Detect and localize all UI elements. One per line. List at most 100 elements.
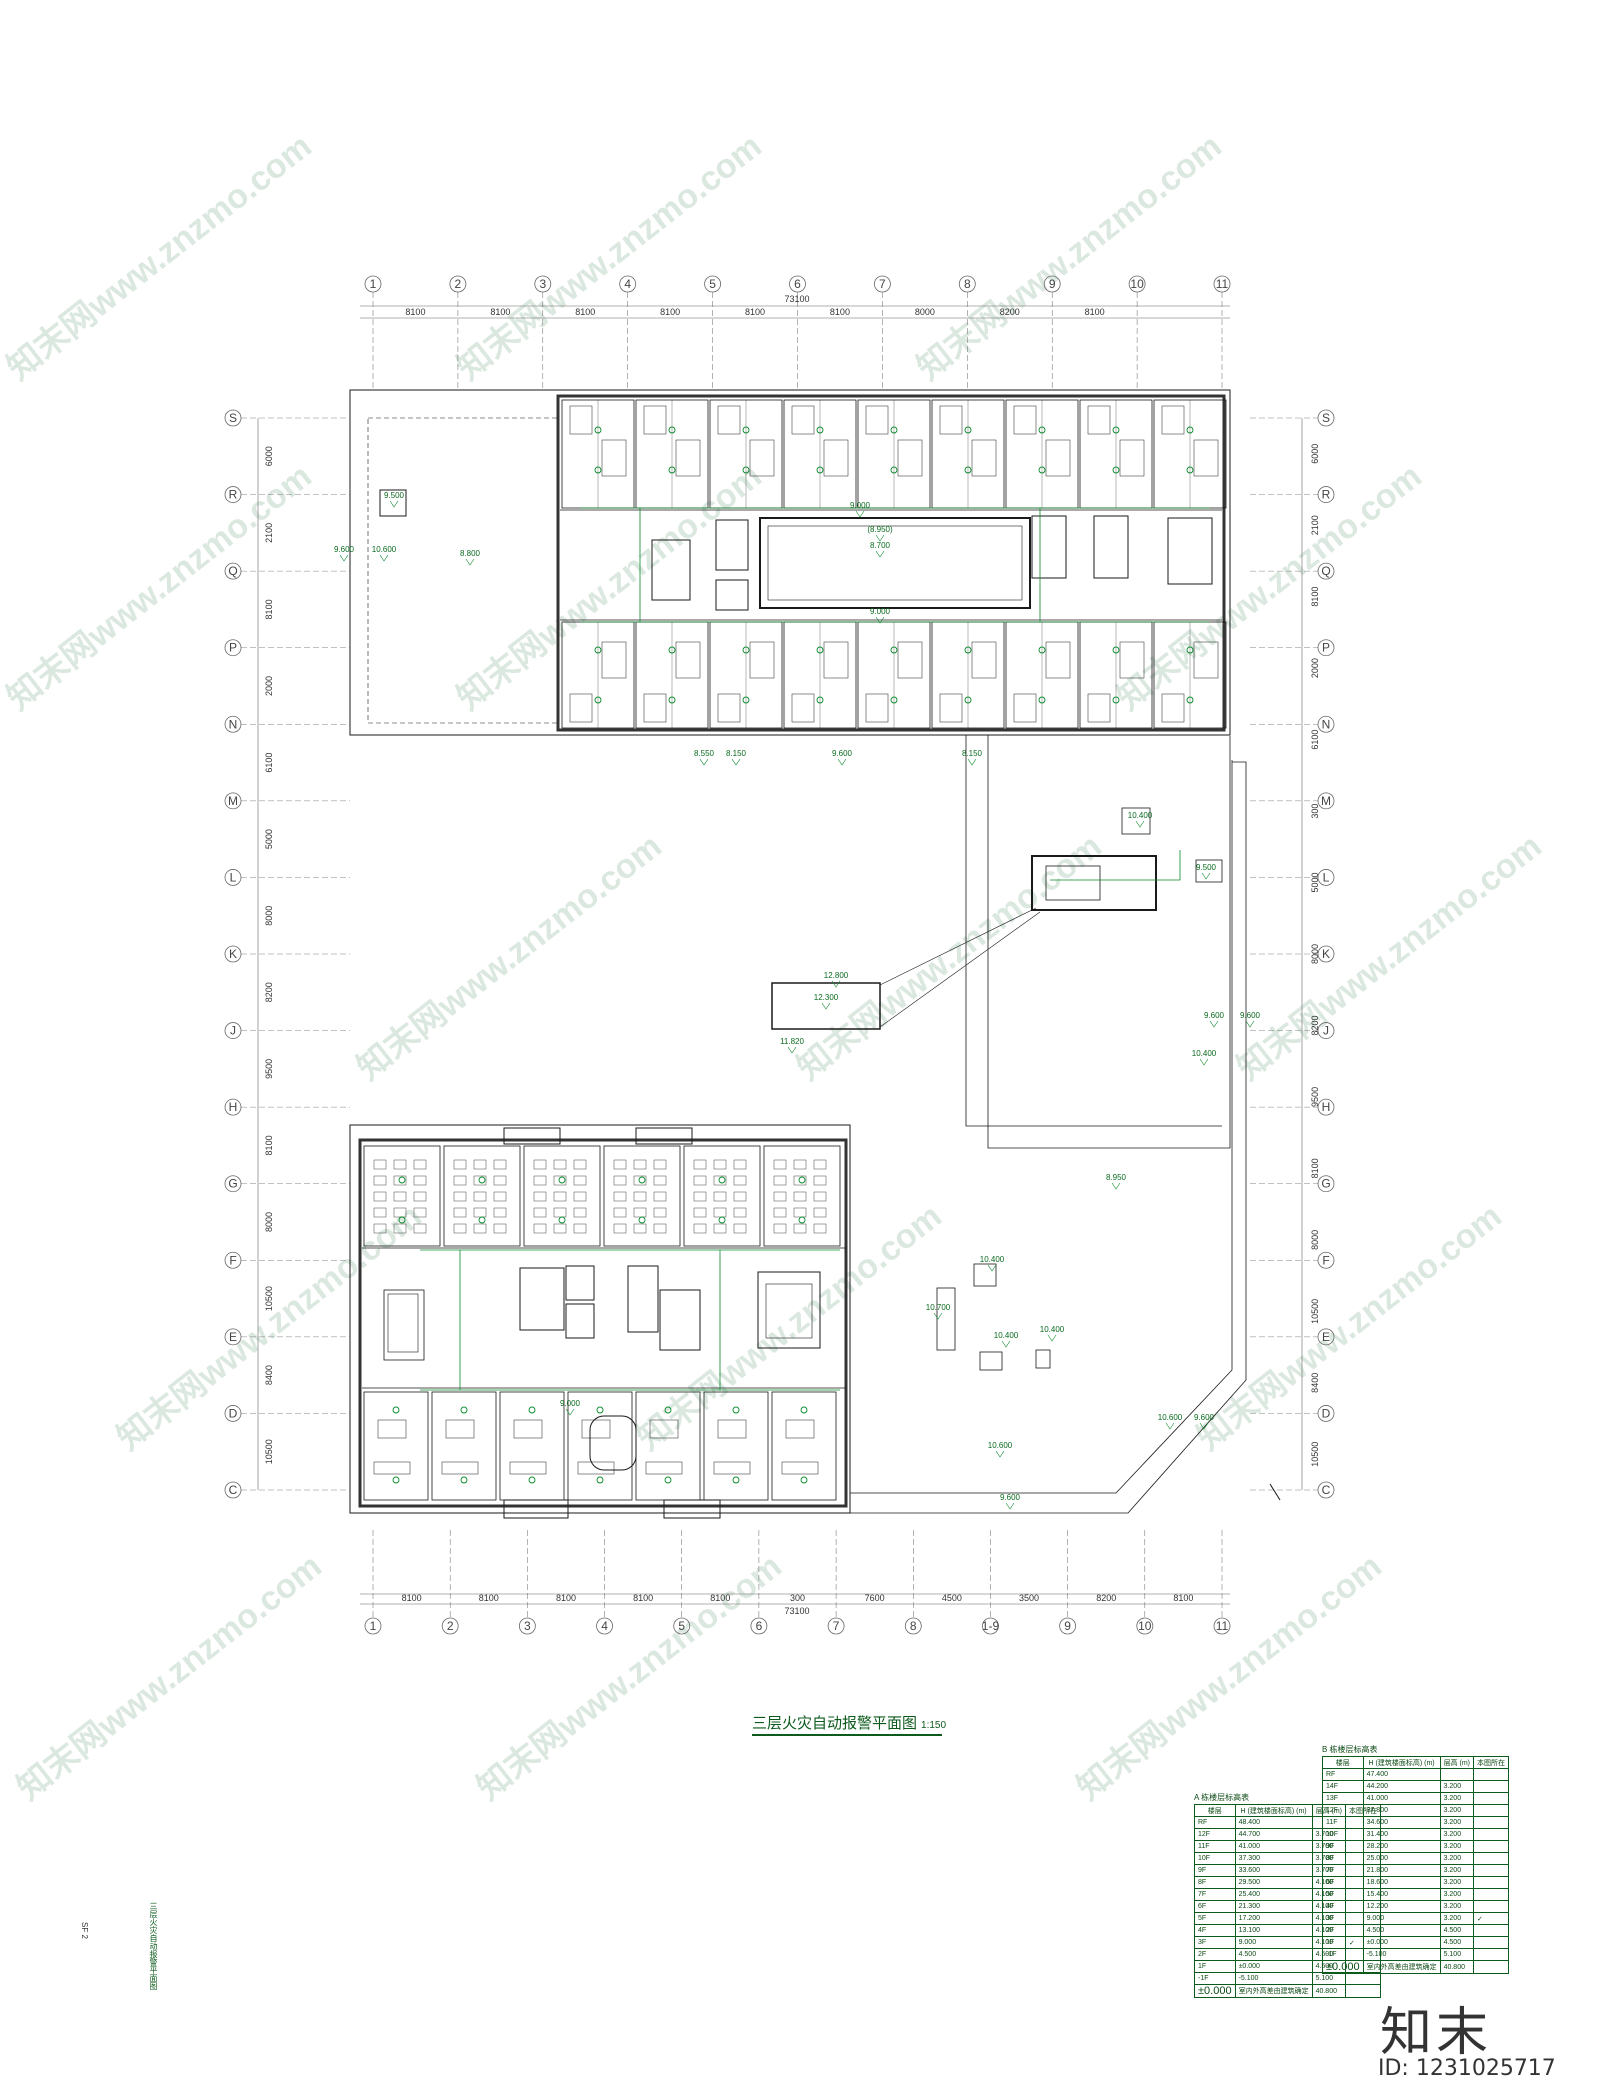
grid-bubble-label: S bbox=[1322, 411, 1330, 425]
desk bbox=[773, 1191, 787, 1202]
table-cell: 41.000 bbox=[1234, 1840, 1313, 1853]
grid-bubble bbox=[364, 1617, 382, 1635]
desk bbox=[493, 1207, 507, 1218]
desk bbox=[573, 1207, 587, 1218]
smoke-detector-icon bbox=[890, 646, 898, 654]
bed bbox=[971, 641, 997, 679]
desk bbox=[553, 1175, 567, 1186]
table-header: H (建筑楼面标高) (m) bbox=[1234, 1804, 1313, 1817]
smoke-detector-icon bbox=[816, 466, 824, 474]
bay-dimension-bottom: 8100 bbox=[479, 1593, 499, 1603]
table-cell: 28.200 bbox=[1362, 1840, 1441, 1853]
building-b-cores bbox=[379, 489, 1213, 611]
table-cell bbox=[1473, 1792, 1510, 1805]
elevation-label: 9.600 bbox=[1240, 1011, 1261, 1020]
desk bbox=[653, 1175, 667, 1186]
smoke-detector-icon bbox=[594, 696, 602, 704]
grid-bubble-label: 2 bbox=[447, 1619, 454, 1633]
grid-bubble-label: E bbox=[1322, 1330, 1330, 1344]
open-office bbox=[683, 1145, 761, 1247]
desk bbox=[733, 1175, 747, 1186]
elevation-marker-icon bbox=[875, 534, 885, 542]
table-cell: 3.200 bbox=[1439, 1864, 1475, 1877]
desk bbox=[649, 1419, 679, 1439]
grid-bubble-label: 4 bbox=[624, 277, 631, 291]
smoke-detector-icon bbox=[392, 1476, 400, 1484]
smoke-detector-icon bbox=[596, 1406, 604, 1414]
table-cell: 13.100 bbox=[1234, 1924, 1313, 1937]
desk bbox=[633, 1191, 647, 1202]
desk bbox=[613, 1159, 627, 1170]
row-dimension-left: 6100 bbox=[264, 753, 274, 773]
desk bbox=[633, 1159, 647, 1170]
table-cell: 6F bbox=[1194, 1900, 1236, 1913]
desk bbox=[693, 1159, 707, 1170]
desk bbox=[493, 1159, 507, 1170]
smoke-detector-icon bbox=[478, 1176, 486, 1184]
row-dimension-right: 8000 bbox=[1310, 944, 1320, 964]
table-cell: 5F bbox=[1322, 1888, 1364, 1901]
row-dimension-left: 9500 bbox=[264, 1059, 274, 1079]
desk bbox=[633, 1207, 647, 1218]
desk bbox=[493, 1191, 507, 1202]
table-cell: 4.500 bbox=[1439, 1924, 1475, 1937]
desk bbox=[473, 1207, 487, 1218]
desk bbox=[533, 1207, 547, 1218]
grid-bubble bbox=[673, 1617, 691, 1635]
smoke-detector-icon bbox=[1112, 466, 1120, 474]
grid-bubble-label: N bbox=[229, 717, 238, 731]
desk bbox=[453, 1223, 467, 1234]
private-office bbox=[499, 1391, 565, 1501]
table-cell: 14F bbox=[1322, 1780, 1364, 1793]
grid-bubble-label: P bbox=[1322, 641, 1330, 655]
smoke-detector-icon bbox=[1186, 696, 1194, 704]
elevation-marker-icon bbox=[1165, 1422, 1175, 1430]
smoke-detector-icon bbox=[1186, 646, 1194, 654]
grid-bubble-label: 7 bbox=[833, 1619, 840, 1633]
desk bbox=[493, 1175, 507, 1186]
elevation-marker-icon bbox=[837, 758, 847, 766]
table-cell bbox=[1439, 1768, 1475, 1781]
elevation-marker-icon bbox=[967, 758, 977, 766]
row-dimension-left: 8000 bbox=[264, 906, 274, 926]
table-cell: 12F bbox=[1322, 1804, 1364, 1817]
grid-bubble bbox=[827, 1617, 845, 1635]
smoke-detector-icon bbox=[718, 1216, 726, 1224]
smoke-detector-icon bbox=[964, 696, 972, 704]
elevation-marker-icon bbox=[787, 1046, 797, 1054]
desk bbox=[813, 1223, 827, 1234]
smoke-detector-icon bbox=[816, 696, 824, 704]
table-cell: 12F bbox=[1194, 1828, 1236, 1841]
private-office bbox=[703, 1391, 769, 1501]
table-cell: 3.200 bbox=[1439, 1912, 1475, 1925]
desk bbox=[813, 1159, 827, 1170]
grid-bubble-label: D bbox=[1322, 1406, 1331, 1420]
smoke-detector-icon bbox=[964, 466, 972, 474]
elevation-label: 10.400 bbox=[994, 1331, 1019, 1340]
desk bbox=[613, 1191, 627, 1202]
desk bbox=[413, 1191, 427, 1202]
desk bbox=[773, 1175, 787, 1186]
grid-bubble bbox=[982, 1617, 999, 1635]
desk bbox=[633, 1175, 647, 1186]
table-header: 层高 (m) bbox=[1439, 1756, 1475, 1769]
bathroom bbox=[569, 693, 593, 723]
drawing-title-text: 三层火灾自动报警平面图 bbox=[752, 1715, 918, 1732]
sofa bbox=[781, 1461, 819, 1475]
bed bbox=[897, 439, 923, 477]
bathroom bbox=[939, 693, 963, 723]
row-dimension-right: 2000 bbox=[1310, 658, 1320, 678]
desk bbox=[373, 1175, 387, 1186]
bay-dimension-bottom: 8100 bbox=[1173, 1593, 1193, 1603]
smoke-detector-icon bbox=[528, 1476, 536, 1484]
grid-bubble-label: 6 bbox=[794, 277, 801, 291]
table-cell: 17.200 bbox=[1234, 1912, 1313, 1925]
row-dimension-right: 8100 bbox=[1310, 1158, 1320, 1178]
